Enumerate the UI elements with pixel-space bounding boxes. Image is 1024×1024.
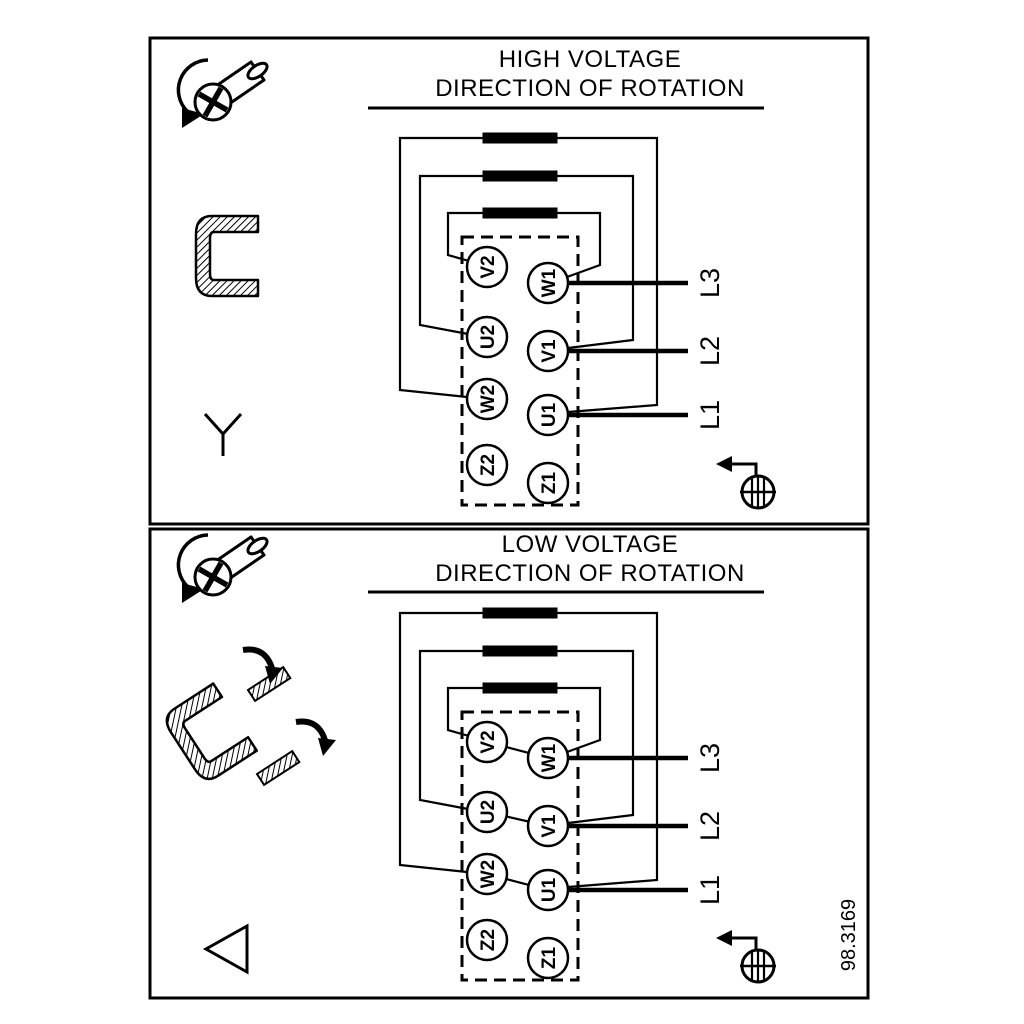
terminal-label: V1 (539, 814, 560, 838)
terminal-w1 (526, 736, 570, 780)
terminal-u2 (465, 790, 509, 834)
supply-line-label: L1 (695, 400, 725, 430)
terminal-block (460, 710, 580, 982)
doc-number: 98.3169 (838, 899, 860, 971)
terminal-z1 (526, 461, 570, 505)
terminals: V2 U2 W2 Z2 W1 V1 U1 Z1 (465, 720, 570, 980)
terminal-w1 (526, 261, 570, 305)
panel-border (148, 36, 870, 526)
terminal-w2 (465, 377, 509, 421)
jumper-bar (482, 132, 558, 144)
jumper-bars (482, 607, 558, 694)
supply-line-label: L2 (695, 811, 725, 841)
star-symbol-icon (203, 412, 243, 456)
supply-lines: L3 L2 L1 (568, 743, 725, 905)
jumper-removal-icon (159, 646, 336, 786)
jumper-bar (482, 207, 558, 219)
terminals: V2 U2 W2 Z2 W1 V1 U1 Z1 (465, 245, 570, 505)
terminal-label: U2 (478, 325, 499, 349)
high-voltage-panel: HIGH VOLTAGE DIRECTION OF ROTATION (148, 36, 870, 526)
panel-border (148, 527, 870, 1000)
terminal-label: V2 (478, 730, 499, 753)
terminal-u1 (526, 868, 570, 912)
supply-lines: L3 L2 L1 (568, 268, 725, 430)
wire (557, 136, 659, 414)
jumper-bar (482, 607, 558, 619)
terminal-label: Z2 (478, 454, 499, 476)
jumper-bars (482, 132, 558, 219)
screw-rotation-icon (178, 535, 269, 603)
terminal-z2 (465, 443, 509, 487)
wire (557, 611, 659, 889)
terminal-v1 (526, 329, 570, 373)
wire (398, 136, 483, 399)
supply-line-label: L3 (695, 743, 725, 773)
wires (398, 136, 659, 414)
terminal-u1 (526, 393, 570, 437)
terminal-v2 (465, 720, 509, 764)
terminal-label: V2 (478, 255, 499, 278)
terminal-label: W1 (539, 268, 560, 297)
panel-title-line1: HIGH VOLTAGE (499, 46, 681, 73)
wire (418, 649, 483, 811)
jumper-bar (482, 645, 558, 657)
screw-rotation-icon (178, 60, 269, 128)
terminal-label: U1 (539, 402, 560, 427)
terminal-label: W1 (539, 743, 560, 772)
removal-arrow-head (318, 738, 336, 756)
terminal-label: Z1 (539, 471, 560, 494)
jumper-bar (482, 682, 558, 694)
terminal-v1 (526, 804, 570, 848)
panel-title-line1: LOW VOLTAGE (502, 531, 679, 558)
rotation-direction-icon (714, 928, 778, 984)
supply-line-label: L2 (695, 336, 725, 366)
terminal-label: Z2 (478, 929, 499, 951)
jumper-bar (482, 170, 558, 182)
wire (557, 174, 635, 350)
terminal-z1 (526, 936, 570, 980)
wire (557, 649, 635, 825)
wire (398, 611, 483, 874)
terminal-block (460, 235, 580, 507)
terminal-label: Z1 (539, 946, 560, 969)
terminal-z2 (465, 918, 509, 962)
panel-title-line2: DIRECTION OF ROTATION (435, 560, 745, 587)
terminal-label: U2 (478, 800, 499, 824)
wire (557, 211, 602, 279)
terminal-label: V1 (539, 339, 560, 363)
panel-title-line2: DIRECTION OF ROTATION (435, 75, 745, 102)
terminal-label: U1 (539, 877, 560, 902)
jumper-bracket-icon (194, 214, 260, 298)
wire (446, 686, 483, 738)
supply-line-label: L1 (695, 875, 725, 905)
terminal-w2 (465, 852, 509, 896)
terminal-label: W2 (478, 385, 499, 414)
rotation-direction-icon (714, 454, 778, 510)
low-voltage-panel: LOW VOLTAGE DIRECTION OF ROTATION (148, 527, 870, 1000)
supply-line-label: L3 (695, 268, 725, 298)
terminal-u2 (465, 315, 509, 359)
terminal-label: W2 (478, 860, 499, 889)
wire (446, 211, 483, 263)
wire (418, 174, 483, 336)
wire (557, 686, 602, 754)
removal-arrow-head (265, 666, 283, 684)
delta-symbol-icon (202, 923, 249, 975)
terminal-v2 (465, 245, 509, 289)
